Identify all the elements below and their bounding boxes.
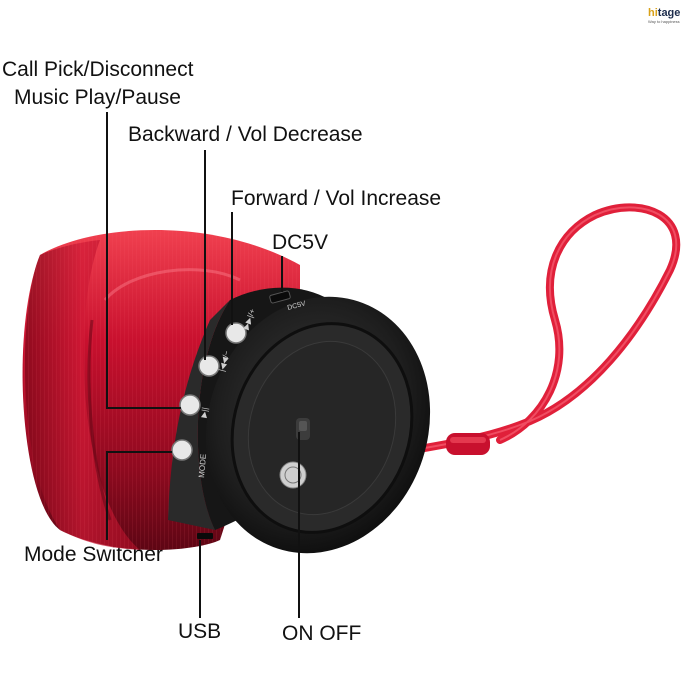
label-forward: Forward / Vol Increase — [231, 187, 442, 210]
lanyard-strap — [381, 203, 681, 459]
dc-glyph: DC5V — [287, 300, 307, 312]
strap-slider — [446, 433, 490, 455]
backward-button — [198, 355, 220, 377]
quality-seal — [279, 461, 307, 489]
side-buttons: ▶▶|/+ |◀◀/− ▶|| MODE DC5V — [171, 290, 307, 539]
label-dc5v: DC5V — [272, 231, 329, 254]
mode-glyph: MODE — [197, 453, 208, 478]
dc-port — [269, 290, 291, 304]
leader-call — [106, 112, 181, 409]
play-glyph: ▶|| — [199, 407, 210, 419]
mode-button — [171, 439, 193, 461]
speaker-end-cap — [205, 296, 431, 554]
leader-mode — [106, 451, 172, 540]
brand-name: hitage — [648, 7, 681, 19]
usb-port — [197, 533, 213, 539]
label-backward: Backward / Vol Decrease — [128, 123, 363, 146]
play-pause-button — [179, 394, 201, 416]
forward-button — [225, 322, 247, 344]
label-on-off: ON OFF — [282, 622, 362, 645]
callout-lines — [106, 112, 300, 618]
brand-tagline: Way to happiness — [648, 19, 680, 24]
label-music-play: Music Play/Pause — [14, 86, 181, 109]
label-call-pick: Call Pick/Disconnect — [2, 58, 194, 81]
label-usb: USB — [178, 620, 222, 643]
brand-logo: hitage Way to happiness — [648, 7, 694, 25]
